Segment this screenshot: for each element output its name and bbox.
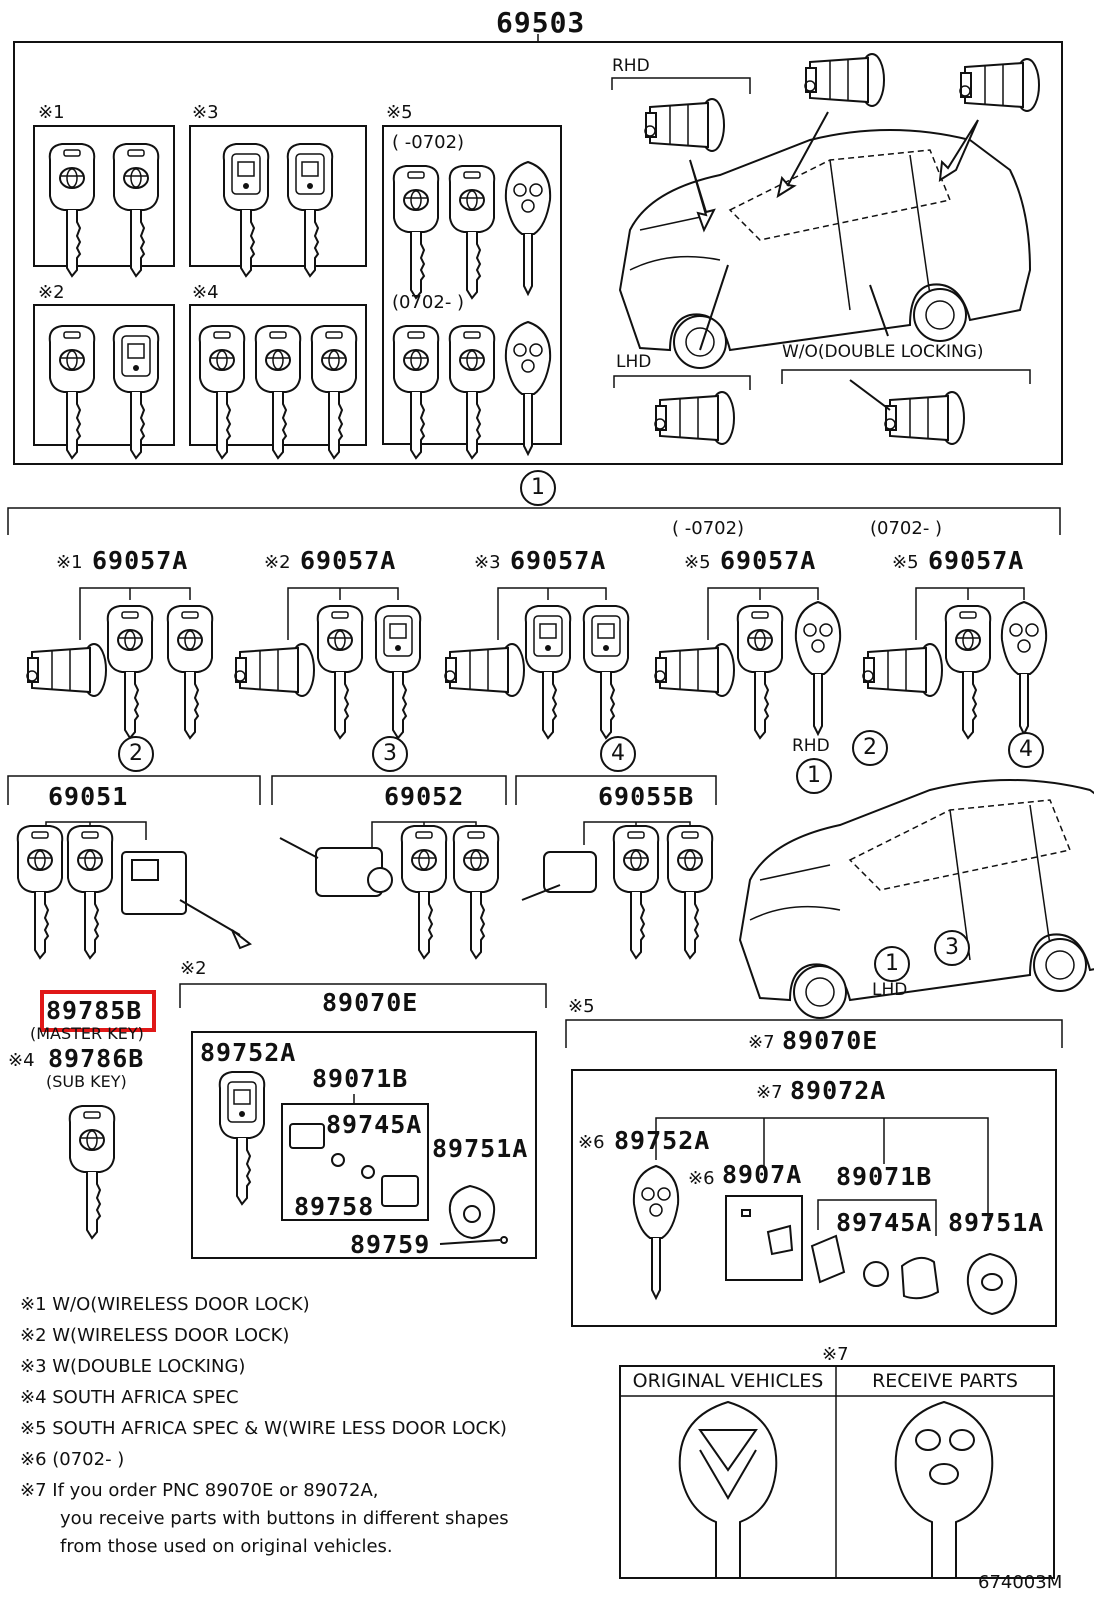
footnote-6: ※6 (0702- )	[20, 1449, 125, 1470]
part-89751a[interactable]: 89751A	[432, 1134, 529, 1163]
callout-circle-2[interactable]: 2	[118, 736, 154, 772]
callout-circle-1[interactable]: 1	[520, 470, 556, 506]
subgroup-marker-5: ※5	[386, 102, 413, 123]
footnote-2: ※2 W(WIRELESS DOOR LOCK)	[20, 1325, 290, 1346]
car2-circle-1-rhd[interactable]: 1	[796, 758, 832, 794]
sa-inner-marker: ※7	[756, 1082, 783, 1103]
subgroup-marker-4: ※4	[192, 282, 219, 303]
group-pnc-69503[interactable]: 69503	[496, 6, 586, 39]
set-3-pnc[interactable]: 69057A	[510, 546, 607, 575]
callout-circle-3[interactable]: 3	[372, 736, 408, 772]
set-4-pnc[interactable]: 69057A	[720, 546, 817, 575]
subgroup-marker-3: ※3	[192, 102, 219, 123]
set-3-marker: ※3	[474, 552, 501, 573]
car2-circle-1-lhd[interactable]: 1	[874, 946, 910, 982]
subgroup-marker-2: ※2	[38, 282, 65, 303]
wireless-group-pnc[interactable]: 89070E	[322, 988, 419, 1017]
set-4-marker: ※5	[684, 552, 711, 573]
set-1-marker: ※1	[56, 552, 83, 573]
wireless-group-marker: ※2	[180, 958, 207, 979]
compare-table-marker: ※7	[822, 1344, 849, 1365]
compare-header-receive: RECEIVE PARTS	[872, 1370, 1018, 1392]
sa-inner-pnc[interactable]: 89072A	[790, 1076, 887, 1105]
part-89758[interactable]: 89758	[294, 1192, 375, 1221]
part-89071b[interactable]: 89071B	[312, 1064, 409, 1093]
callout-circle-4[interactable]: 4	[600, 736, 636, 772]
master-key-pnc[interactable]: 89785B	[46, 996, 143, 1025]
car2-rhd-label: RHD	[792, 736, 830, 756]
wo-double-locking-label: W/O(DOUBLE LOCKING)	[782, 342, 984, 362]
master-key-highlight	[40, 990, 156, 1032]
footnote-1: ※1 W/O(WIRELESS DOOR LOCK)	[20, 1294, 310, 1315]
cylinder-pnc-69055b[interactable]: 69055B	[598, 782, 695, 811]
part-89752a[interactable]: 89752A	[200, 1038, 297, 1067]
lhd-label: LHD	[616, 352, 652, 372]
footnote-7-line3: from those used on original vehicles.	[60, 1536, 393, 1557]
footnote-3: ※3 W(DOUBLE LOCKING)	[20, 1356, 246, 1377]
figure-id: 674003M	[978, 1572, 1063, 1593]
sa-part-8907a[interactable]: 8907A	[722, 1160, 803, 1189]
footnote-7: ※7 If you order PNC 89070E or 89072A,	[20, 1480, 379, 1501]
car2-circle-2[interactable]: 2	[852, 730, 888, 766]
car2-circle-3[interactable]: 3	[934, 930, 970, 966]
car2-circle-4[interactable]: 4	[1008, 732, 1044, 768]
cylinder-pnc-69051[interactable]: 69051	[48, 782, 129, 811]
sub-key-marker: ※4	[8, 1050, 35, 1071]
set-5-marker: ※5	[892, 552, 919, 573]
set-1-pnc[interactable]: 69057A	[92, 546, 189, 575]
set-2-pnc[interactable]: 69057A	[300, 546, 397, 575]
part-89759[interactable]: 89759	[350, 1230, 431, 1259]
sa-part-89071b[interactable]: 89071B	[836, 1162, 933, 1191]
sa-outer-marker: ※7	[748, 1032, 775, 1053]
part-89745a[interactable]: 89745A	[326, 1110, 423, 1139]
set-1-range: ( -0702)	[672, 518, 745, 539]
car2-lhd-label: LHD	[872, 980, 908, 1000]
set-5-pnc[interactable]: 69057A	[928, 546, 1025, 575]
rhd-label: RHD	[612, 56, 650, 76]
compare-header-original: ORIGINAL VEHICLES	[632, 1370, 824, 1392]
sa-part-89745a[interactable]: 89745A	[836, 1208, 933, 1237]
set-2-range: (0702- )	[870, 518, 943, 539]
subgroup-5-range-early: ( -0702)	[392, 132, 465, 153]
subgroup-marker-1: ※1	[38, 102, 65, 123]
footnote-5: ※5 SOUTH AFRICA SPEC & W(WIRE LESS DOOR …	[20, 1418, 507, 1439]
sa-part-2-marker: ※6	[688, 1168, 715, 1189]
sa-part-89752a[interactable]: 89752A	[614, 1126, 711, 1155]
sa-outer-pnc[interactable]: 89070E	[782, 1026, 879, 1055]
footnote-7-line2: you receive parts with buttons in differ…	[60, 1508, 509, 1529]
sub-key-desc: (SUB KEY)	[46, 1072, 127, 1091]
subgroup-5-range-late: (0702- )	[392, 292, 465, 313]
sa-group-marker: ※5	[568, 996, 595, 1017]
footnote-4: ※4 SOUTH AFRICA SPEC	[20, 1387, 239, 1408]
cylinder-pnc-69052[interactable]: 69052	[384, 782, 465, 811]
set-2-marker: ※2	[264, 552, 291, 573]
sub-key-pnc[interactable]: 89786B	[48, 1044, 145, 1073]
sa-part-89751a[interactable]: 89751A	[948, 1208, 1045, 1237]
master-key-desc: (MASTER KEY)	[30, 1024, 144, 1043]
sa-part-1-marker: ※6	[578, 1132, 605, 1153]
